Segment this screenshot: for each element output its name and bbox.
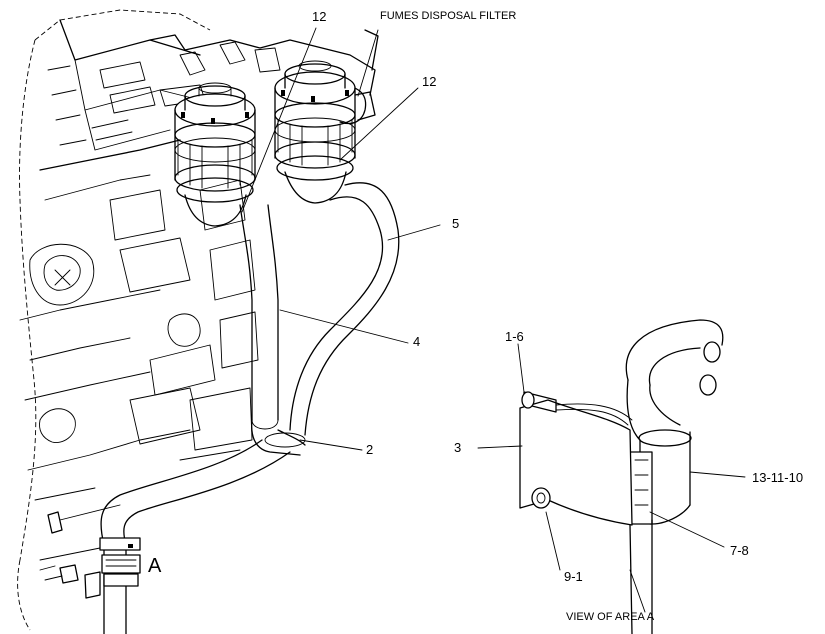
filter-canister-right xyxy=(274,60,376,204)
callout-7-8: 7-8 xyxy=(730,543,749,558)
callout-1-6: 1-6 xyxy=(505,329,524,344)
tube-2 xyxy=(100,419,306,634)
callout-4: 4 xyxy=(413,334,421,349)
callout-12-top: 12 xyxy=(312,9,327,24)
callout-13-11-10: 13-11-10 xyxy=(752,470,804,485)
leader-lines xyxy=(241,27,746,613)
tube-4 xyxy=(239,204,279,430)
callout-5: 5 xyxy=(452,216,460,231)
filter-canister-left xyxy=(174,82,256,227)
callout-2: 2 xyxy=(366,442,374,457)
tube-5 xyxy=(289,182,400,436)
callout-3: 3 xyxy=(454,440,462,455)
callout-9-1: 9-1 xyxy=(564,569,583,584)
callout-12-right: 12 xyxy=(422,74,437,89)
area-a-detail xyxy=(519,319,724,634)
area-a-marker: A xyxy=(148,555,162,577)
area-a-clamp xyxy=(99,537,141,587)
view-caption: VIEW OF AREA A xyxy=(566,611,655,623)
fumes-disposal-filter-label: FUMES DISPOSAL FILTER xyxy=(380,10,517,22)
engine-block xyxy=(17,9,379,631)
